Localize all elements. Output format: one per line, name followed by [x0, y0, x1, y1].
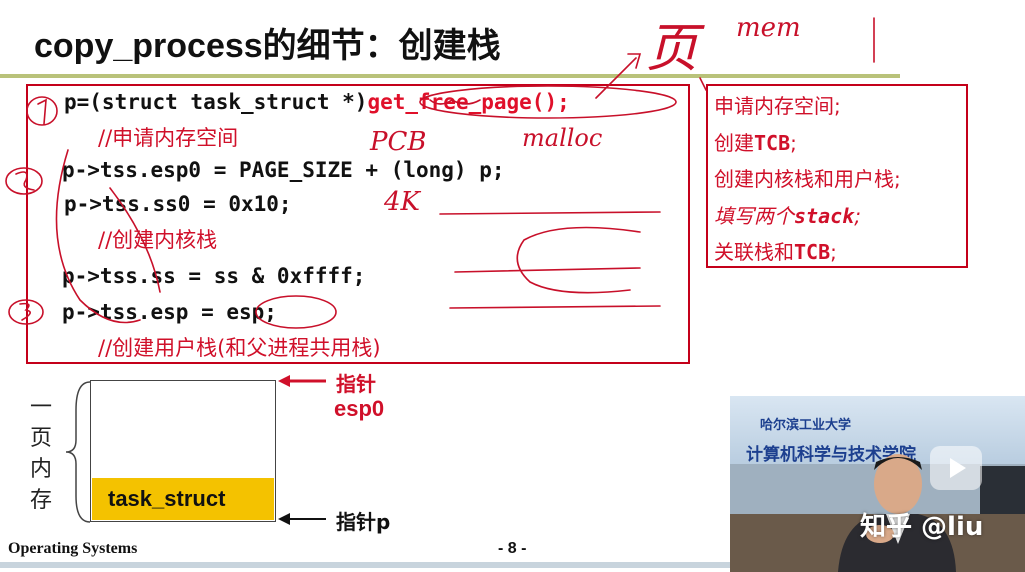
code-line-1: p=(struct task_struct *)get_free_page();: [64, 90, 570, 114]
footer-bar: [0, 562, 1025, 568]
footer-page-number: - 8 -: [498, 540, 527, 557]
note-2-c: ;: [790, 131, 797, 155]
note-2-a: 创建: [714, 131, 754, 155]
note-5-b: TCB: [794, 240, 831, 264]
hw-page: 页: [646, 19, 705, 79]
comment-user-stack: //创建用户栈(和父进程共用栈): [98, 336, 381, 360]
code-line-5: p->tss.esp = esp;: [62, 300, 277, 324]
comment-alloc: //申请内存空间: [98, 126, 239, 150]
play-icon[interactable]: [930, 446, 982, 490]
video-overlay[interactable]: 哈尔滨工业大学 计算机科学与技术学院 知乎 @liu: [730, 396, 1025, 572]
note-4-c: ;: [854, 204, 861, 228]
note-4-b: stack: [794, 204, 855, 228]
lecturer-figure: [838, 454, 956, 572]
note-3: 创建内核栈和用户栈;: [714, 167, 901, 191]
code-line-1-call: get_free_page();: [367, 90, 570, 114]
pointer-p-label: 指针p: [336, 510, 391, 534]
comment-kernel-stack: //创建内核栈: [98, 228, 218, 252]
video-sign-main: 计算机科学与技术学院: [746, 445, 916, 465]
notes-box: [706, 84, 968, 268]
note-4-a: 填写两个: [714, 204, 794, 228]
note-5-a: 关联栈和: [714, 240, 794, 264]
pointer-esp0-label: esp0: [334, 396, 385, 421]
task-struct-label: task_struct: [108, 486, 226, 511]
watermark: 知乎 @liu: [860, 512, 984, 542]
task-struct-block: [92, 478, 274, 520]
footer-course: Operating Systems: [8, 540, 138, 557]
slide-title: copy_process的细节：创建栈: [34, 27, 501, 65]
title-divider: [0, 74, 900, 78]
hw-mem: mem: [736, 13, 801, 43]
note-2: 创建TCB;: [714, 127, 797, 156]
code-line-1-text: p=(struct task_struct *): [64, 90, 368, 114]
brace-icon: [65, 381, 91, 523]
code-line-4: p->tss.ss = ss & 0xffff;: [62, 264, 366, 288]
note-5: 关联栈和TCB;: [714, 236, 837, 265]
code-box: [26, 84, 690, 364]
note-2-b: TCB: [754, 131, 791, 155]
note-1: 申请内存空间;: [714, 94, 841, 118]
memory-side-label: 一页内存: [29, 395, 52, 513]
code-line-2: p->tss.esp0 = PAGE_SIZE + (long) p;: [62, 158, 505, 182]
video-sign-top: 哈尔滨工业大学: [760, 418, 852, 433]
pointer-top-label: 指针: [336, 372, 376, 396]
code-line-3: p->tss.ss0 = 0x10;: [64, 192, 292, 216]
note-5-c: ;: [830, 240, 837, 264]
note-4: 填写两个stack;: [714, 200, 861, 229]
